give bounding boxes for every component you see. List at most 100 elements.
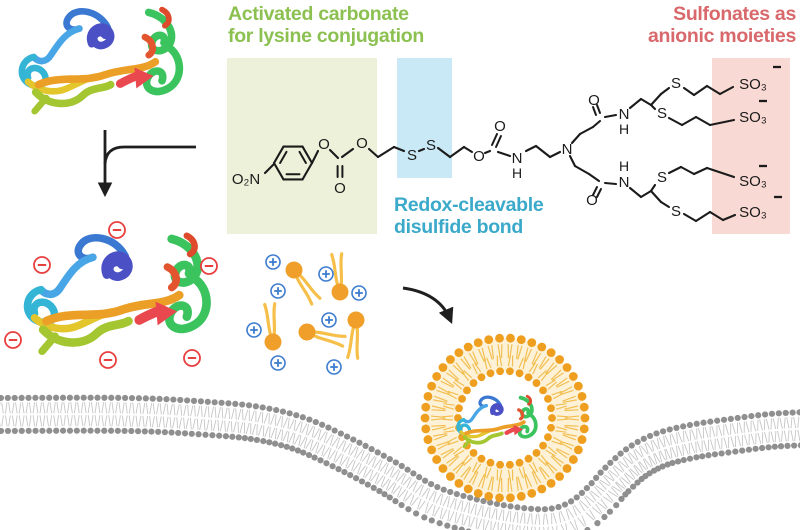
membrane-head	[306, 416, 313, 423]
membrane-head	[197, 398, 205, 405]
membrane-head	[18, 394, 25, 401]
membrane-head	[272, 440, 279, 447]
membrane-head	[718, 450, 725, 457]
membrane-head	[4, 427, 12, 435]
membrane-head	[602, 464, 609, 471]
bond	[694, 115, 712, 127]
membrane-head	[428, 480, 435, 488]
membrane-head	[711, 451, 719, 458]
membrane-head	[741, 413, 748, 421]
bond	[708, 210, 725, 222]
membrane-head	[761, 411, 769, 418]
membrane-head	[73, 427, 80, 434]
atom-label: H	[619, 121, 629, 137]
vesicle-tail-region	[425, 338, 585, 498]
bond	[534, 144, 552, 159]
membrane-head	[358, 478, 366, 485]
ring-bond	[272, 161, 285, 181]
membrane-head	[732, 448, 739, 455]
membrane-head	[204, 398, 211, 405]
bond	[570, 132, 582, 145]
membrane-head	[686, 455, 694, 462]
bond	[328, 148, 340, 160]
label-line: for lysine conjugation	[228, 25, 424, 47]
bond	[682, 86, 696, 97]
protein-ribbon-anionic	[28, 236, 207, 352]
atom-label: S	[657, 105, 667, 122]
membrane-head	[534, 506, 542, 513]
vesicle-inner-head	[469, 379, 478, 387]
membrane-head	[279, 408, 287, 415]
membrane-head	[222, 433, 230, 440]
membrane-head	[507, 503, 514, 510]
membrane-head	[80, 394, 87, 401]
membrane-head	[380, 452, 387, 459]
membrane-head	[440, 486, 447, 493]
vesicle-outer-head	[516, 335, 526, 345]
vesicle-outer-head	[555, 355, 565, 364]
membrane-head	[175, 429, 182, 437]
ring-bond	[272, 145, 285, 165]
membrane-head	[493, 500, 501, 508]
membrane-head	[319, 421, 326, 428]
atom-label: S	[657, 169, 667, 186]
double-bond	[491, 133, 498, 146]
membrane-head	[421, 477, 429, 484]
membrane-head	[376, 487, 383, 495]
membrane-head	[514, 504, 521, 511]
membrane-head	[606, 508, 614, 515]
membrane-head	[653, 430, 660, 437]
cationic-lipids-group	[263, 252, 365, 360]
membrane-head	[752, 445, 759, 452]
membrane-head	[245, 402, 253, 409]
cationic-lipid	[285, 261, 322, 306]
vesicle-inner-head	[469, 449, 478, 457]
protein-ribbon-native	[22, 10, 179, 112]
vesicle-outer-head	[527, 338, 537, 348]
membrane-head	[108, 394, 115, 401]
membrane-head	[241, 435, 248, 442]
membrane-head	[428, 517, 435, 524]
membrane-head	[434, 483, 441, 491]
membrane-head	[4, 394, 11, 402]
vesicle-inner-head	[496, 460, 504, 469]
membrane-head	[293, 412, 300, 419]
membrane-head	[283, 443, 290, 450]
membrane-head	[588, 480, 595, 487]
atom-label: O	[588, 92, 600, 109]
membrane-head	[218, 399, 225, 406]
bond	[417, 147, 426, 153]
vesicle-inner-head	[515, 458, 524, 467]
vesicle-outer-head	[463, 342, 473, 352]
membrane-head	[613, 502, 620, 509]
bond	[436, 146, 452, 159]
membrane-head	[18, 427, 25, 434]
vesicle-outer-head	[537, 342, 547, 352]
bond	[591, 119, 602, 129]
bond	[628, 97, 643, 110]
membrane-head	[487, 499, 494, 506]
vesicle-outer-head	[454, 478, 464, 488]
membrane-head	[381, 491, 388, 498]
membrane-head	[612, 455, 619, 462]
membrane-head	[797, 442, 800, 449]
membrane-head	[300, 449, 307, 456]
membrane-head	[73, 394, 80, 401]
bond	[573, 164, 591, 176]
label-line: anionic moieties	[648, 25, 796, 47]
membrane-head	[368, 446, 375, 453]
membrane-head	[168, 429, 175, 436]
membrane-head	[128, 427, 135, 435]
vesicle-outer-head	[495, 493, 504, 503]
membrane-head	[436, 520, 443, 527]
membrane-head	[87, 394, 94, 401]
membrane-head	[181, 430, 189, 437]
membrane-head	[699, 453, 706, 460]
double-bond	[495, 135, 502, 148]
bond	[496, 150, 512, 158]
vesicle-outer-head	[423, 435, 433, 444]
membrane-head	[607, 459, 614, 466]
membrane-head	[416, 474, 423, 481]
membrane-head	[247, 435, 254, 443]
membrane-head	[404, 466, 411, 473]
